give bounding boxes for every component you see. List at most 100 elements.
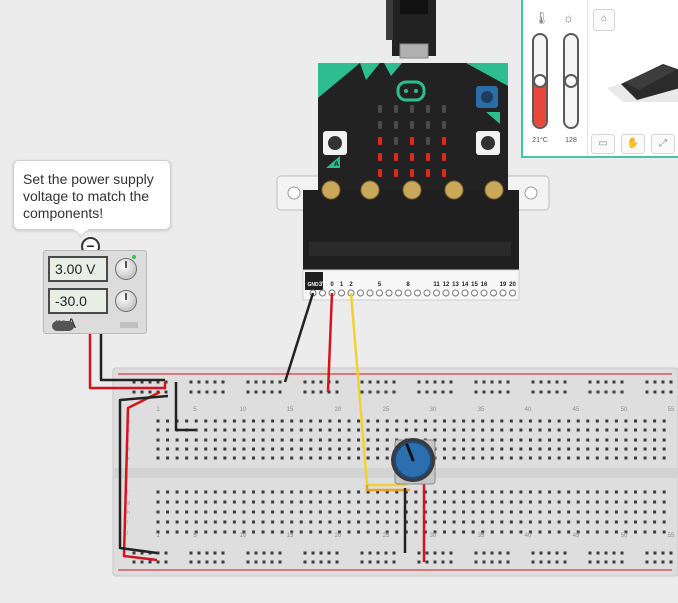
hole	[337, 447, 341, 451]
hole	[252, 530, 255, 534]
wire-rail-red-loop[interactable]	[122, 390, 161, 562]
hole	[643, 530, 647, 534]
light-thumb[interactable]	[564, 74, 578, 88]
hole	[595, 438, 599, 442]
hole	[328, 428, 332, 432]
pin-hole[interactable]	[461, 289, 469, 297]
rail-hole	[278, 390, 282, 394]
pin-hole[interactable]	[499, 289, 507, 297]
view-button-2[interactable]: ✋	[621, 134, 645, 154]
hole	[366, 510, 370, 514]
rail-hole	[164, 560, 168, 564]
hole	[509, 428, 513, 432]
wire-psu-negative[interactable]	[99, 326, 165, 382]
hole	[194, 500, 198, 504]
hole	[404, 419, 408, 423]
hole	[471, 530, 475, 534]
hole	[271, 500, 275, 504]
pin-hole[interactable]	[357, 289, 364, 297]
hole	[318, 456, 322, 460]
power-switch[interactable]	[52, 321, 74, 331]
edge-pads	[321, 180, 504, 200]
pin-hole[interactable]	[395, 289, 402, 297]
wires[interactable]	[88, 292, 426, 562]
hole	[414, 500, 418, 504]
hole	[242, 438, 246, 442]
hole	[280, 456, 284, 460]
pin-label: 14	[462, 282, 469, 288]
rail-hole	[596, 380, 600, 384]
pin-hole[interactable]	[433, 289, 440, 297]
voltage-knob[interactable]	[115, 258, 137, 280]
column-number: 55	[668, 533, 675, 539]
hole	[662, 490, 666, 494]
pin-hole[interactable]	[423, 289, 431, 297]
wire-rail-black-loop[interactable]	[118, 394, 169, 555]
pin-hole[interactable]	[471, 289, 478, 297]
pin-hole[interactable]	[385, 289, 393, 297]
hole	[347, 447, 351, 451]
rail-hole	[213, 390, 217, 394]
hole	[595, 419, 599, 423]
wire-psu-positive[interactable]	[88, 326, 167, 390]
rail-hole	[148, 380, 152, 384]
hole	[404, 490, 408, 494]
led	[394, 153, 398, 161]
hole	[643, 510, 647, 514]
hole	[395, 510, 399, 514]
hole	[366, 438, 370, 442]
pin-hole[interactable]	[319, 289, 326, 297]
hole	[357, 530, 361, 534]
power-supply[interactable]: 3.00 V -30.0 mA	[43, 250, 147, 334]
pin-hole[interactable]	[442, 289, 450, 297]
rail-hole	[417, 390, 421, 394]
wire-pot-wiper[interactable]	[365, 485, 410, 492]
led	[426, 121, 430, 129]
wire-3v[interactable]	[326, 292, 334, 393]
pin-hole[interactable]	[414, 289, 421, 297]
column-number: 1	[156, 533, 160, 539]
pin-hole[interactable]	[404, 289, 412, 297]
hole	[567, 447, 571, 451]
led	[410, 169, 414, 177]
status-led	[132, 255, 136, 259]
led	[426, 105, 430, 113]
pin-hole[interactable]	[509, 289, 516, 297]
pin-hole[interactable]	[452, 289, 459, 297]
temperature-thumb[interactable]	[533, 74, 547, 88]
current-knob[interactable]	[115, 290, 137, 312]
pin-hole[interactable]	[366, 289, 374, 297]
hole	[376, 456, 380, 460]
hole	[299, 520, 303, 524]
pin-hole[interactable]	[338, 289, 345, 297]
wire-gnd[interactable]	[283, 292, 315, 383]
view-button-1[interactable]: ▭	[591, 134, 615, 154]
rail-hole	[164, 551, 168, 555]
home-button[interactable]: ⌂	[593, 9, 615, 31]
hole	[156, 520, 160, 524]
pin-hole[interactable]	[480, 289, 488, 297]
voltage-display: 3.00 V	[48, 256, 108, 282]
pin-hole[interactable]	[376, 289, 383, 297]
hole	[328, 438, 332, 442]
rail-hole	[604, 380, 608, 384]
hole	[548, 438, 552, 442]
pin-hole[interactable]	[490, 289, 497, 297]
rail-hole	[498, 560, 502, 564]
hole	[624, 490, 628, 494]
rail-hole	[441, 380, 445, 384]
hole	[366, 490, 370, 494]
hole	[614, 428, 618, 432]
view-button-3[interactable]: ⤢	[651, 134, 675, 154]
hole	[376, 490, 380, 494]
potentiometer[interactable]	[391, 438, 436, 485]
rail-hole	[604, 551, 608, 555]
hole	[204, 520, 208, 524]
rail-hole	[547, 560, 551, 564]
column-number: 40	[525, 407, 532, 413]
wire-rail-to-row[interactable]	[174, 382, 195, 432]
hole	[395, 530, 399, 534]
hole	[423, 520, 427, 524]
